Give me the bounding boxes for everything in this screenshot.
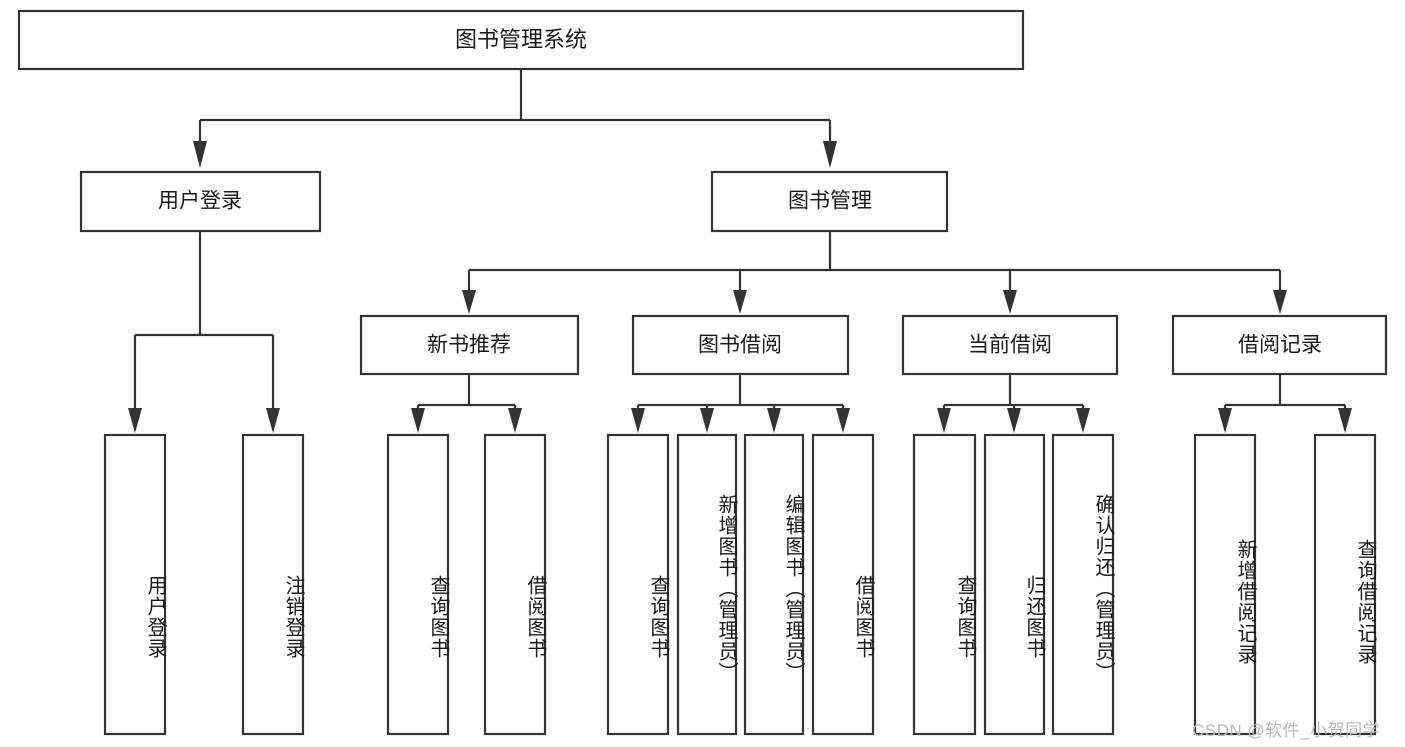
book-manage-label: 图书管理: [788, 190, 872, 213]
node-new-book-rec[interactable]: 新书推荐: [359, 314, 580, 376]
leaf-box-borrow-book-2[interactable]: [811, 433, 875, 736]
leaf-box-user-login[interactable]: [103, 433, 167, 736]
leaf-box-add-book[interactable]: [676, 433, 738, 736]
current-borrow-box[interactable]: [901, 314, 1119, 376]
borrow-record-label: 借阅记录: [1238, 334, 1322, 357]
borrow-record-box[interactable]: [1171, 314, 1388, 376]
node-borrow-record[interactable]: 借阅记录: [1171, 314, 1388, 376]
arrow-head-leaf-query-record: [1338, 408, 1352, 433]
node-current-borrow[interactable]: 当前借阅: [901, 314, 1119, 376]
book-manage-box[interactable]: [710, 170, 949, 233]
arrow-head-leaf-user-login: [128, 408, 142, 433]
arrow-head-leaf-add-book: [700, 408, 714, 433]
arrow-head-leaf-query-book-2: [631, 408, 645, 433]
arrow-head-leaf-query-book-3: [937, 408, 951, 433]
connector-group-current-borrow: [937, 374, 1090, 433]
connector-group-borrow-record: [1218, 374, 1352, 433]
leaf-box-query-book-2[interactable]: [606, 433, 670, 736]
book-borrow-label: 图书借阅: [698, 334, 782, 357]
watermark-text: CSDN @软件_小贺同学: [1192, 721, 1381, 740]
arrow-head-leaf-edit-book: [767, 408, 781, 433]
connector-group-book-manage: [462, 231, 1287, 314]
arrow-head-borrow-record: [1273, 290, 1287, 314]
connector-group-new-book-rec: [411, 374, 522, 433]
arrow-head-leaf-borrow-book-2: [836, 408, 850, 433]
arrow-head-leaf-borrow-book-1: [508, 408, 522, 433]
arrow-head-book-borrow: [733, 290, 747, 314]
arrow-head-new-book-rec: [462, 290, 476, 314]
arrow-head-leaf-return-book: [1007, 408, 1021, 433]
arrow-head-book-manage: [823, 141, 837, 168]
leaf-box-confirm-return[interactable]: [1051, 433, 1115, 736]
book-borrow-box[interactable]: [631, 314, 850, 376]
arrow-head-leaf-add-record: [1218, 408, 1232, 433]
connector-group-book-borrow: [631, 374, 850, 433]
node-root[interactable]: 图书管理系统: [17, 9, 1025, 71]
node-book-borrow[interactable]: 图书借阅: [631, 314, 850, 376]
connector-group-root: [193, 69, 837, 168]
root-label: 图书管理系统: [455, 27, 587, 52]
leaf-box-group: [103, 433, 1377, 736]
arrow-head-leaf-query-book-1: [411, 408, 425, 433]
arrow-head-leaf-logout: [266, 408, 280, 433]
leaf-box-logout[interactable]: [241, 433, 305, 736]
leaf-box-borrow-book-1[interactable]: [483, 433, 547, 736]
user-login-label: 用户登录: [158, 190, 242, 213]
user-login-box[interactable]: [79, 170, 322, 233]
new-book-rec-label: 新书推荐: [427, 334, 511, 357]
node-book-manage[interactable]: 图书管理: [710, 170, 949, 233]
arrow-head-current-borrow: [1003, 290, 1017, 314]
leaf-box-query-record[interactable]: [1313, 433, 1377, 736]
connector-group-user-login: [128, 231, 280, 433]
root-box[interactable]: [17, 9, 1025, 71]
leaf-box-add-record[interactable]: [1193, 433, 1257, 736]
node-user-login[interactable]: 用户登录: [79, 170, 322, 233]
leaf-box-return-book[interactable]: [983, 433, 1046, 736]
leaf-box-edit-book[interactable]: [743, 433, 805, 736]
arrow-head-user-login: [193, 141, 207, 168]
leaf-box-query-book-3[interactable]: [912, 433, 977, 736]
leaf-box-query-book-1[interactable]: [386, 433, 450, 736]
current-borrow-label: 当前借阅: [968, 334, 1052, 357]
new-book-rec-box[interactable]: [359, 314, 580, 376]
arrow-head-leaf-confirm-return: [1076, 408, 1090, 433]
